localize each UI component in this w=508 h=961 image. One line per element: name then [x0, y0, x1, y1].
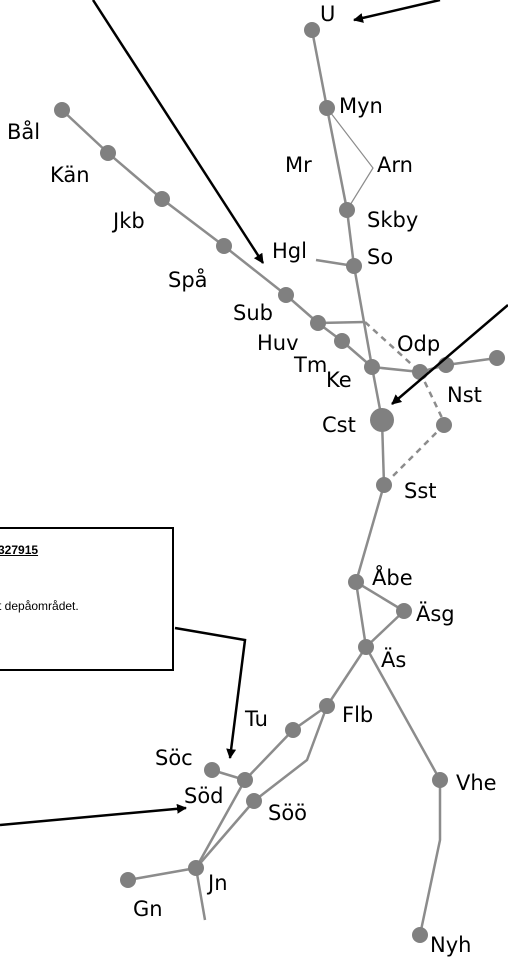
annotation-arrows [0, 0, 508, 827]
track-abe-asg-as [354, 580, 407, 650]
arrow-bottom-left [0, 803, 187, 827]
label-jn: Jn [206, 871, 228, 895]
label-so: So [367, 245, 393, 269]
label-as: Äs [381, 647, 406, 672]
stations [54, 22, 505, 943]
note-text: t depåområdet. [0, 599, 79, 613]
label-bal: Bål [7, 119, 40, 144]
station-sod [237, 772, 253, 788]
note-box: 327915 t depåområdet. [0, 527, 174, 671]
station-tm [334, 333, 350, 349]
station-myn [319, 100, 335, 116]
label-tu: Tu [244, 707, 268, 731]
station-spa [216, 238, 232, 254]
label-skby: Skby [367, 208, 418, 232]
station-ke [364, 359, 380, 375]
label-tm: Tm [293, 353, 327, 377]
label-gn: Gn [133, 897, 163, 921]
station-nyh [412, 927, 428, 943]
station-skby [339, 202, 355, 218]
track-u-cst [310, 29, 384, 421]
arrow-note [174, 626, 247, 759]
label-soc: Söc [155, 746, 193, 770]
station-east-depot [436, 417, 452, 433]
label-soo: Söö [268, 801, 307, 825]
track-sst-abe [354, 484, 386, 583]
station-sst [376, 477, 392, 493]
track-odp-dash [364, 321, 421, 373]
arrow-diagonal [91, 0, 265, 264]
station-cst [370, 408, 394, 432]
track-soo-jn [195, 800, 255, 869]
track-odp-dash-2 [418, 371, 446, 423]
note-ref: 327915 [0, 543, 39, 557]
station-odp-2 [412, 364, 428, 380]
station-kan [100, 145, 116, 161]
station-abe [348, 574, 364, 590]
track-flb-soo [253, 705, 329, 802]
station-labels: U Myn Mr Arn Skby Hgl So Bål Kän Jkb Spå… [7, 2, 497, 957]
station-asg [396, 603, 412, 619]
track-myn-arn-skby [326, 107, 374, 211]
label-mr: Mr [285, 153, 312, 177]
label-kan: Kän [50, 163, 90, 187]
station-jn [188, 860, 204, 876]
station-huv [310, 315, 326, 331]
label-myn: Myn [339, 94, 383, 118]
label-nst: Nst [447, 383, 482, 407]
label-sst: Sst [404, 479, 437, 503]
label-odp: Odp [397, 332, 440, 356]
label-vhe: Vhe [456, 771, 497, 795]
label-jkb: Jkb [111, 209, 145, 233]
station-nst [489, 350, 505, 366]
label-hgl: Hgl [272, 239, 307, 263]
label-ke: Ke [326, 368, 352, 392]
label-arn: Arn [377, 153, 413, 177]
arrow-right [391, 304, 508, 405]
label-asg: Äsg [416, 601, 455, 626]
label-sod: Söd [184, 784, 224, 808]
label-huv: Huv [257, 331, 299, 355]
station-tu [285, 722, 301, 738]
station-sub [278, 287, 294, 303]
station-soo [246, 793, 262, 809]
station-flb [319, 698, 335, 714]
station-bal [54, 102, 70, 118]
label-cst: Cst [322, 413, 356, 437]
arrow-top [353, 0, 441, 23]
station-u [304, 22, 320, 38]
label-sub: Sub [233, 301, 273, 325]
label-nyh: Nyh [430, 933, 471, 957]
station-soc [204, 762, 220, 778]
station-vhe [432, 772, 448, 788]
track-as-vhe-nyh [364, 646, 442, 936]
track-ke-odp-nst [371, 356, 498, 374]
label-abe: Åbe [372, 564, 413, 590]
track-sst-dash [383, 424, 445, 486]
label-spa: Spå [168, 267, 208, 292]
station-jkb [154, 191, 170, 207]
station-gn [120, 872, 136, 888]
label-u: U [320, 2, 335, 26]
label-flb: Flb [342, 703, 373, 727]
track-as-flb [325, 646, 368, 707]
station-so [346, 258, 362, 274]
track-jn-gn [127, 866, 197, 882]
station-as [358, 639, 374, 655]
